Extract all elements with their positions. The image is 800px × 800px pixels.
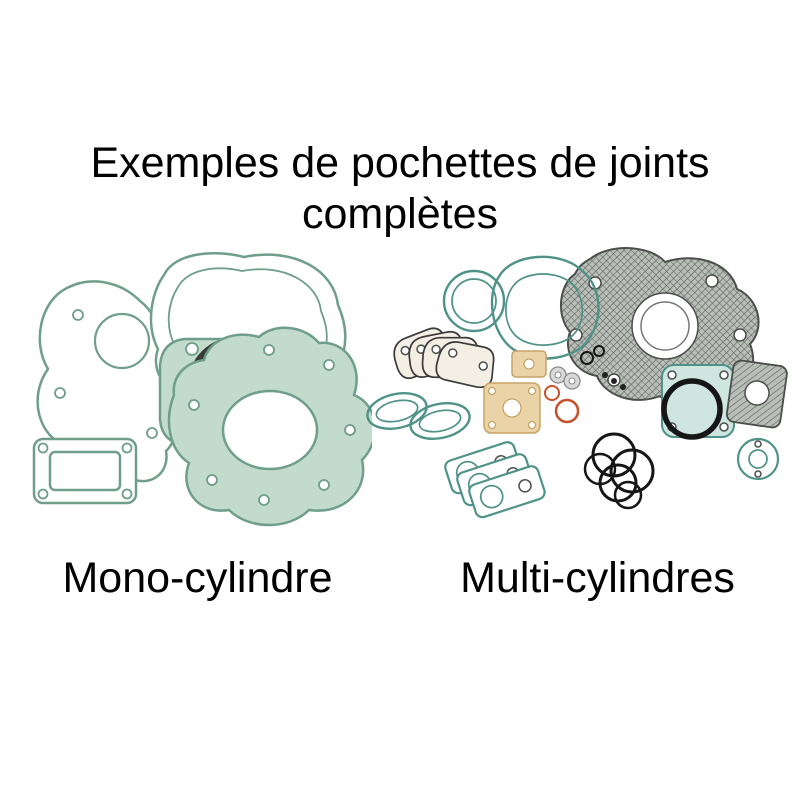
crankcase-gasket [167, 326, 377, 527]
small-seals-and-dots [544, 345, 626, 424]
teal-exhaust-gasket [736, 437, 780, 481]
multi-cylinder-label: Multi-cylindres [460, 554, 735, 602]
page-title: Exemples de pochettes de joints complète… [90, 139, 710, 238]
mono-cylinder-gasket-image [12, 243, 377, 548]
gasket-figures [0, 243, 800, 548]
multi-cylinder-gasket-image [362, 243, 792, 548]
small-hatched-gasket [725, 359, 788, 429]
mono-cylinder-gasket-svg [32, 251, 377, 527]
head-gasket-stack [444, 441, 546, 519]
teal-outline-cover-gasket [490, 255, 600, 360]
base-rectangle-gasket [32, 437, 138, 505]
multi-cylinder-gasket-svg [366, 247, 788, 519]
mono-cylinder-label: Mono-cylindre [62, 554, 333, 602]
oval-carb-gaskets [366, 392, 471, 440]
paper-gaskets [483, 350, 547, 434]
o-ring-cluster [583, 432, 655, 510]
teal-round-gasket [442, 269, 506, 333]
reed-valve-gasket-stack [393, 327, 495, 389]
teal-gasket-with-large-o-ring [661, 364, 735, 440]
washers [549, 366, 581, 390]
